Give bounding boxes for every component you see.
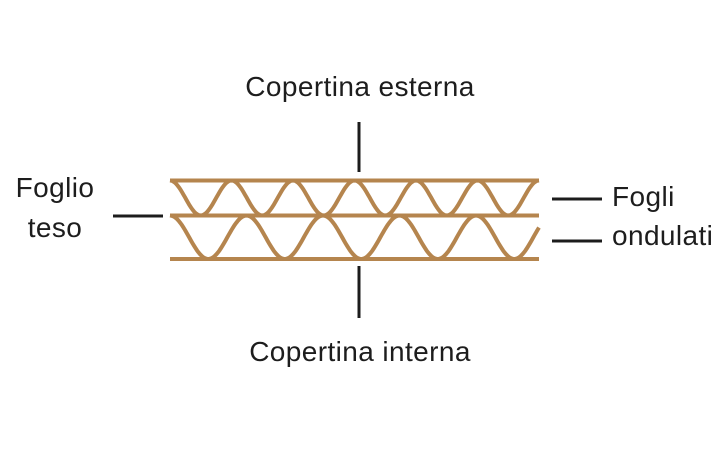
- label-flat-sheet: Foglio teso: [0, 168, 110, 248]
- flute-bottom-wave: [169, 213, 541, 261]
- label-flat-sheet-line1: Foglio: [15, 172, 95, 203]
- flute-top-wave: [169, 178, 540, 218]
- label-flat-sheet-line2: teso: [27, 212, 83, 243]
- label-corrugated-sheets-line1: Fogli: [612, 181, 675, 212]
- label-corrugated-sheets: Fogli ondulati: [612, 177, 713, 255]
- label-corrugated-sheets-line2: ondulati: [612, 220, 714, 251]
- label-outer-cover: Copertina esterna: [245, 71, 475, 102]
- label-inner-cover: Copertina interna: [249, 336, 471, 367]
